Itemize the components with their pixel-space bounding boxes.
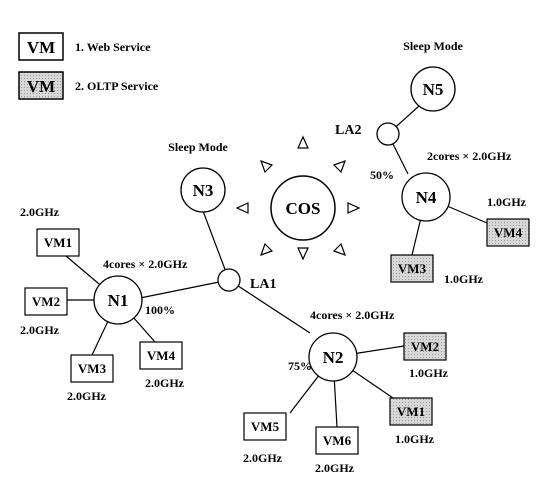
vm-freq: 2.0GHz — [243, 451, 283, 465]
vm-label: VM4 — [147, 348, 176, 363]
vm-n2-vm5: VM5 2.0GHz — [243, 412, 287, 465]
vm-freq: 2.0GHz — [20, 323, 60, 337]
vm-n2-vm1: VM1 1.0GHz — [389, 397, 435, 446]
vm-n1-vm4: VM4 2.0GHz — [139, 341, 185, 390]
cos-circle — [270, 175, 336, 241]
n5-label: N5 — [423, 80, 444, 99]
n3-circle — [180, 167, 226, 213]
vm-n1-vm2: VM2 2.0GHz — [20, 287, 68, 337]
vm-label: VM1 — [44, 235, 72, 250]
vm-label: VM3 — [78, 361, 107, 376]
legend: VM 1. Web Service VM 2. OLTP Service — [18, 32, 159, 100]
vm-label: VM2 — [32, 294, 60, 309]
cos-cloud: COS — [235, 135, 361, 261]
node-n3: N3 Sleep Mode — [168, 140, 228, 213]
la1-circle — [217, 268, 241, 292]
la1: LA1 — [217, 268, 276, 292]
n4-circle — [401, 172, 451, 222]
vm-freq: 1.0GHz — [409, 366, 449, 380]
la2-label: LA2 — [335, 123, 361, 138]
vm-freq: 1.0GHz — [395, 432, 435, 446]
n1-load: 100% — [145, 303, 175, 317]
n4-load: 50% — [370, 168, 394, 182]
n5-circle — [410, 66, 456, 112]
legend-oltp-box-text: VM — [27, 77, 55, 96]
n2-label: N2 — [323, 348, 344, 367]
n3-mode: Sleep Mode — [168, 140, 228, 154]
la2-circle — [376, 122, 400, 146]
vm-label: VM6 — [323, 433, 352, 448]
vm-n2-vm2: VM2 1.0GHz — [403, 332, 449, 380]
n2-spec: 4cores × 2.0GHz — [310, 308, 395, 322]
node-n2: N2 4cores × 2.0GHz 75% — [288, 308, 395, 382]
edge-la1-n3 — [202, 210, 230, 281]
vm-n2-vm6: VM6 2.0GHz — [315, 426, 359, 475]
n4-spec: 2cores × 2.0GHz — [427, 149, 512, 163]
vm-freq: 2.0GHz — [67, 389, 107, 403]
legend-oltp-label: 2. OLTP Service — [75, 79, 159, 93]
vm-n4-vm3: VM3 1.0GHz — [390, 254, 484, 286]
edge-la1-n2 — [228, 279, 311, 334]
legend-oltp-service: VM 2. OLTP Service — [18, 71, 159, 100]
la2: LA2 — [335, 122, 400, 146]
cos-label: COS — [286, 199, 321, 218]
legend-web-service: VM 1. Web Service — [18, 32, 151, 61]
vm-n1-vm3: VM3 2.0GHz — [67, 354, 114, 403]
n3-label: N3 — [193, 181, 214, 200]
node-n5: N5 Sleep Mode — [403, 39, 463, 112]
n4-label: N4 — [416, 188, 437, 207]
vm-label: VM1 — [397, 404, 425, 419]
vm-label: VM4 — [494, 225, 523, 240]
node-n1: N1 4cores × 2.0GHz 100% — [93, 257, 188, 325]
legend-web-label: 1. Web Service — [75, 40, 151, 54]
legend-web-box-text: VM — [27, 38, 55, 57]
vm-label: VM5 — [251, 419, 280, 434]
cos-rays — [235, 135, 361, 261]
node-n4: N4 2cores × 2.0GHz 50% — [370, 149, 512, 222]
vm-label: VM2 — [411, 339, 439, 354]
n1-label: N1 — [108, 291, 129, 310]
n2-load: 75% — [288, 359, 312, 373]
n5-mode: Sleep Mode — [403, 39, 463, 53]
vm-freq: 1.0GHz — [487, 195, 527, 209]
vm-freq: 2.0GHz — [315, 461, 355, 475]
vm-freq: 2.0GHz — [20, 205, 60, 219]
n2-circle — [308, 332, 358, 382]
edge-la1-n1 — [139, 279, 230, 299]
vm-n1-vm1: VM1 2.0GHz — [20, 205, 80, 257]
vm-n4-vm4: VM4 1.0GHz — [486, 195, 530, 247]
n1-circle — [93, 275, 143, 325]
la1-label: LA1 — [250, 277, 276, 292]
vm-label: VM3 — [398, 261, 427, 276]
n1-spec: 4cores × 2.0GHz — [103, 257, 188, 271]
vm-freq: 1.0GHz — [444, 272, 484, 286]
vm-freq: 2.0GHz — [145, 376, 185, 390]
